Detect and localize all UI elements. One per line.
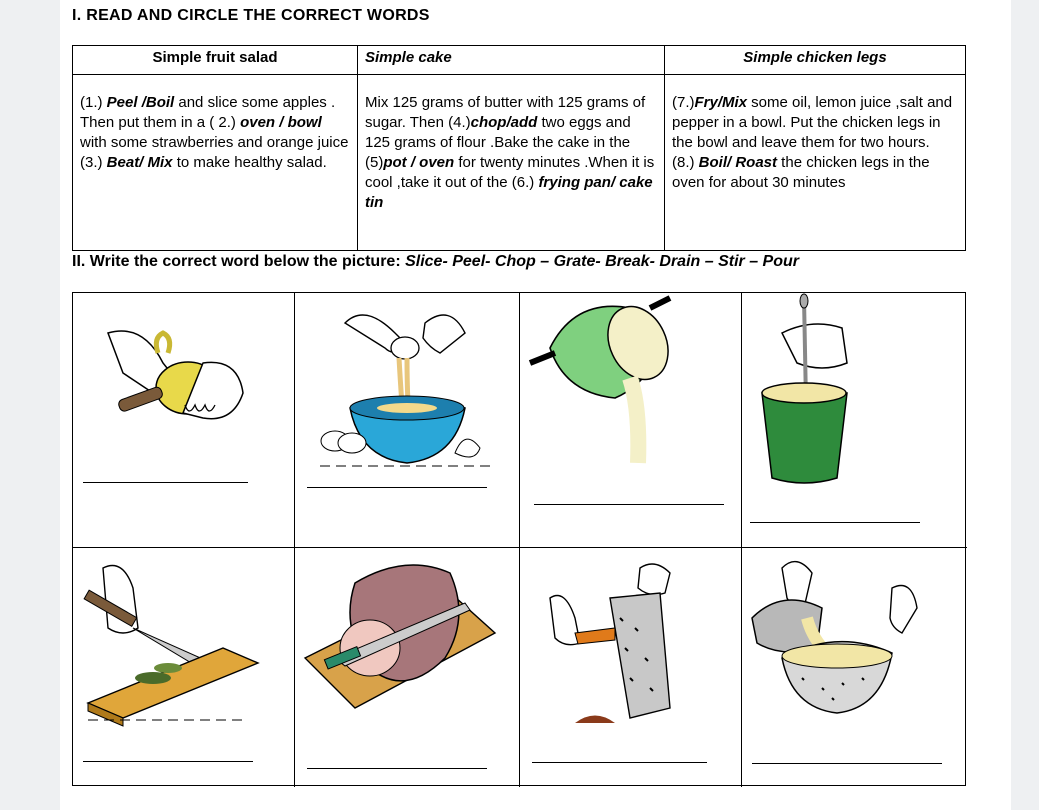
col-title-chicken: Simple chicken legs (664, 45, 966, 75)
recipe-cake: Mix 125 grams of butter with 125 grams o… (357, 74, 665, 251)
choice-words: Beat/ Mix (106, 154, 173, 171)
pouring-pot-icon (528, 295, 672, 464)
picture-cell (73, 548, 295, 787)
col-title-fruit-salad: Simple fruit salad (72, 45, 358, 75)
choice-words: frying pan/ cake tin (365, 174, 653, 211)
choice-words: oven / bowl (240, 114, 322, 131)
circle-words-table: Simple fruit salad Simple cake Simple ch… (72, 45, 966, 251)
recipe-text: with some strawberries and orange juice … (80, 134, 349, 171)
peeling-apple-icon (107, 330, 244, 420)
recipe-text: for twenty minutes .When it is cool ,tak… (365, 154, 655, 191)
choice-words: Peel /Boil (106, 94, 175, 111)
picture-cell (742, 548, 967, 787)
choice-words: chop/add (470, 114, 538, 131)
choice-words: pot / oven (383, 154, 455, 171)
picture-cell (295, 548, 520, 787)
col-title-cake: Simple cake (357, 45, 665, 75)
picture-cell (742, 293, 967, 548)
stirring-cup-icon (761, 293, 848, 484)
recipe-text: some oil, lemon juice ,salt and pepper i… (672, 94, 953, 151)
picture-cell (520, 548, 742, 787)
recipe-text: (8.) (672, 154, 699, 171)
draining-pasta-icon (751, 560, 918, 714)
recipe-text: to make healthy salad. (172, 154, 327, 171)
picture-grid (72, 292, 967, 787)
picture-cell (73, 293, 295, 548)
grating-carrot-icon (549, 563, 671, 723)
picture-cell (295, 293, 520, 548)
breaking-egg-icon (320, 314, 495, 467)
part2-heading: II. Write the correct word below the pic… (72, 253, 799, 270)
recipe-text: and slice some apples . Then put them in… (80, 94, 336, 131)
recipe-text: Mix 125 grams of butter with 125 grams o… (365, 94, 646, 131)
choice-words: Boil/ Roast (698, 154, 778, 171)
slicing-meat-icon (303, 564, 497, 709)
recipe-text: (1.) (80, 94, 107, 111)
recipe-text: two eggs and 125 grams of flour .Bake th… (365, 114, 631, 171)
worksheet-page: I. READ AND CIRCLE THE CORRECT WORDS Sim… (60, 0, 1011, 810)
part1-heading: I. READ AND CIRCLE THE CORRECT WORDS (72, 7, 430, 24)
recipe-chicken: (7.)Fry/Mix some oil, lemon juice ,salt … (664, 74, 966, 251)
recipe-text: (7.) (672, 94, 695, 111)
word-bank: Slice- Peel- Chop – Grate- Break- Drain … (405, 253, 799, 270)
recipe-fruit-salad: (1.) Peel /Boil and slice some apples . … (72, 74, 358, 251)
picture-cell (520, 293, 742, 548)
chopping-herbs-icon (83, 564, 260, 727)
recipe-text: the chicken legs in the oven for about 3… (672, 154, 930, 191)
choice-words: Fry/Mix (694, 94, 748, 111)
